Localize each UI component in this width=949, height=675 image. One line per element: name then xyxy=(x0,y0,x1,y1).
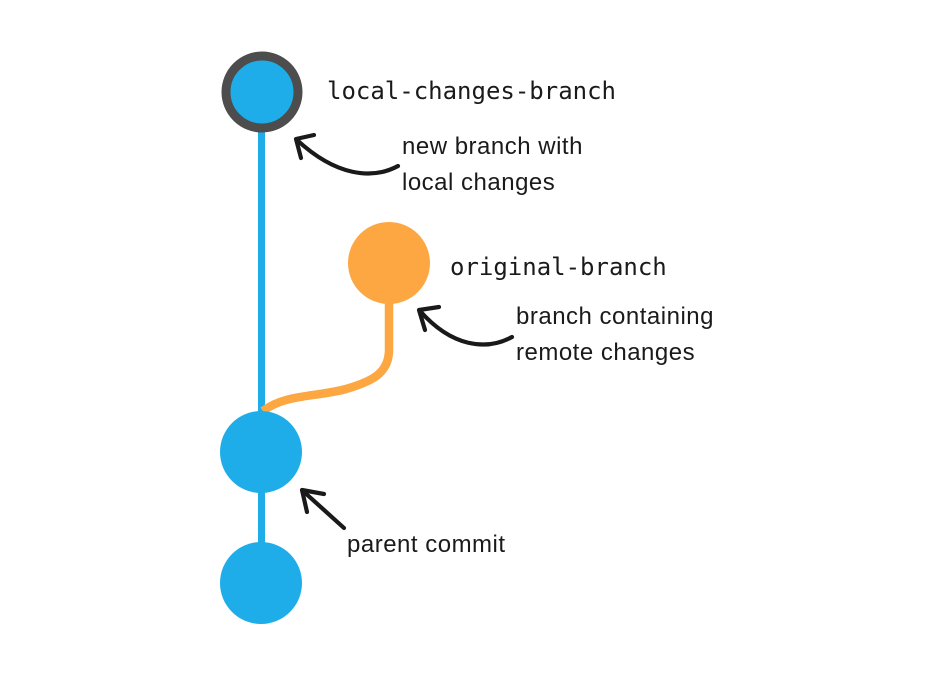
arrow-remote-changes-shaft xyxy=(417,308,515,347)
label-local-changes-branch: local-changes-branch xyxy=(327,77,616,105)
original-branch-curve xyxy=(260,296,394,415)
annotation-remote-changes-line1: branch containing xyxy=(516,303,714,330)
arrow-remote-changes xyxy=(416,304,515,347)
node-parent-commit xyxy=(220,411,302,493)
annotation-new-branch-line2: local changes xyxy=(402,169,556,196)
arrow-remote-changes-head xyxy=(416,304,442,333)
annotation-new-branch: new branch with local changes xyxy=(402,129,583,201)
arrow-parent-commit xyxy=(299,487,347,531)
label-original-branch: original-branch xyxy=(450,253,667,281)
arrow-new-branch-shaft xyxy=(294,137,401,176)
arrow-new-branch-head xyxy=(293,132,317,161)
annotation-remote-changes: branch containing remote changes xyxy=(516,299,714,371)
node-local-changes-branch-head xyxy=(221,51,303,133)
arrow-parent-commit-head xyxy=(299,487,327,515)
arrow-new-branch xyxy=(293,132,401,176)
annotation-remote-changes-line2: remote changes xyxy=(516,339,696,366)
node-original-branch-head xyxy=(348,222,430,304)
arrow-parent-commit-shaft xyxy=(300,488,347,531)
annotation-parent-commit: parent commit xyxy=(347,531,506,558)
node-bottom-commit xyxy=(220,542,302,624)
annotation-new-branch-line1: new branch with xyxy=(402,133,583,160)
